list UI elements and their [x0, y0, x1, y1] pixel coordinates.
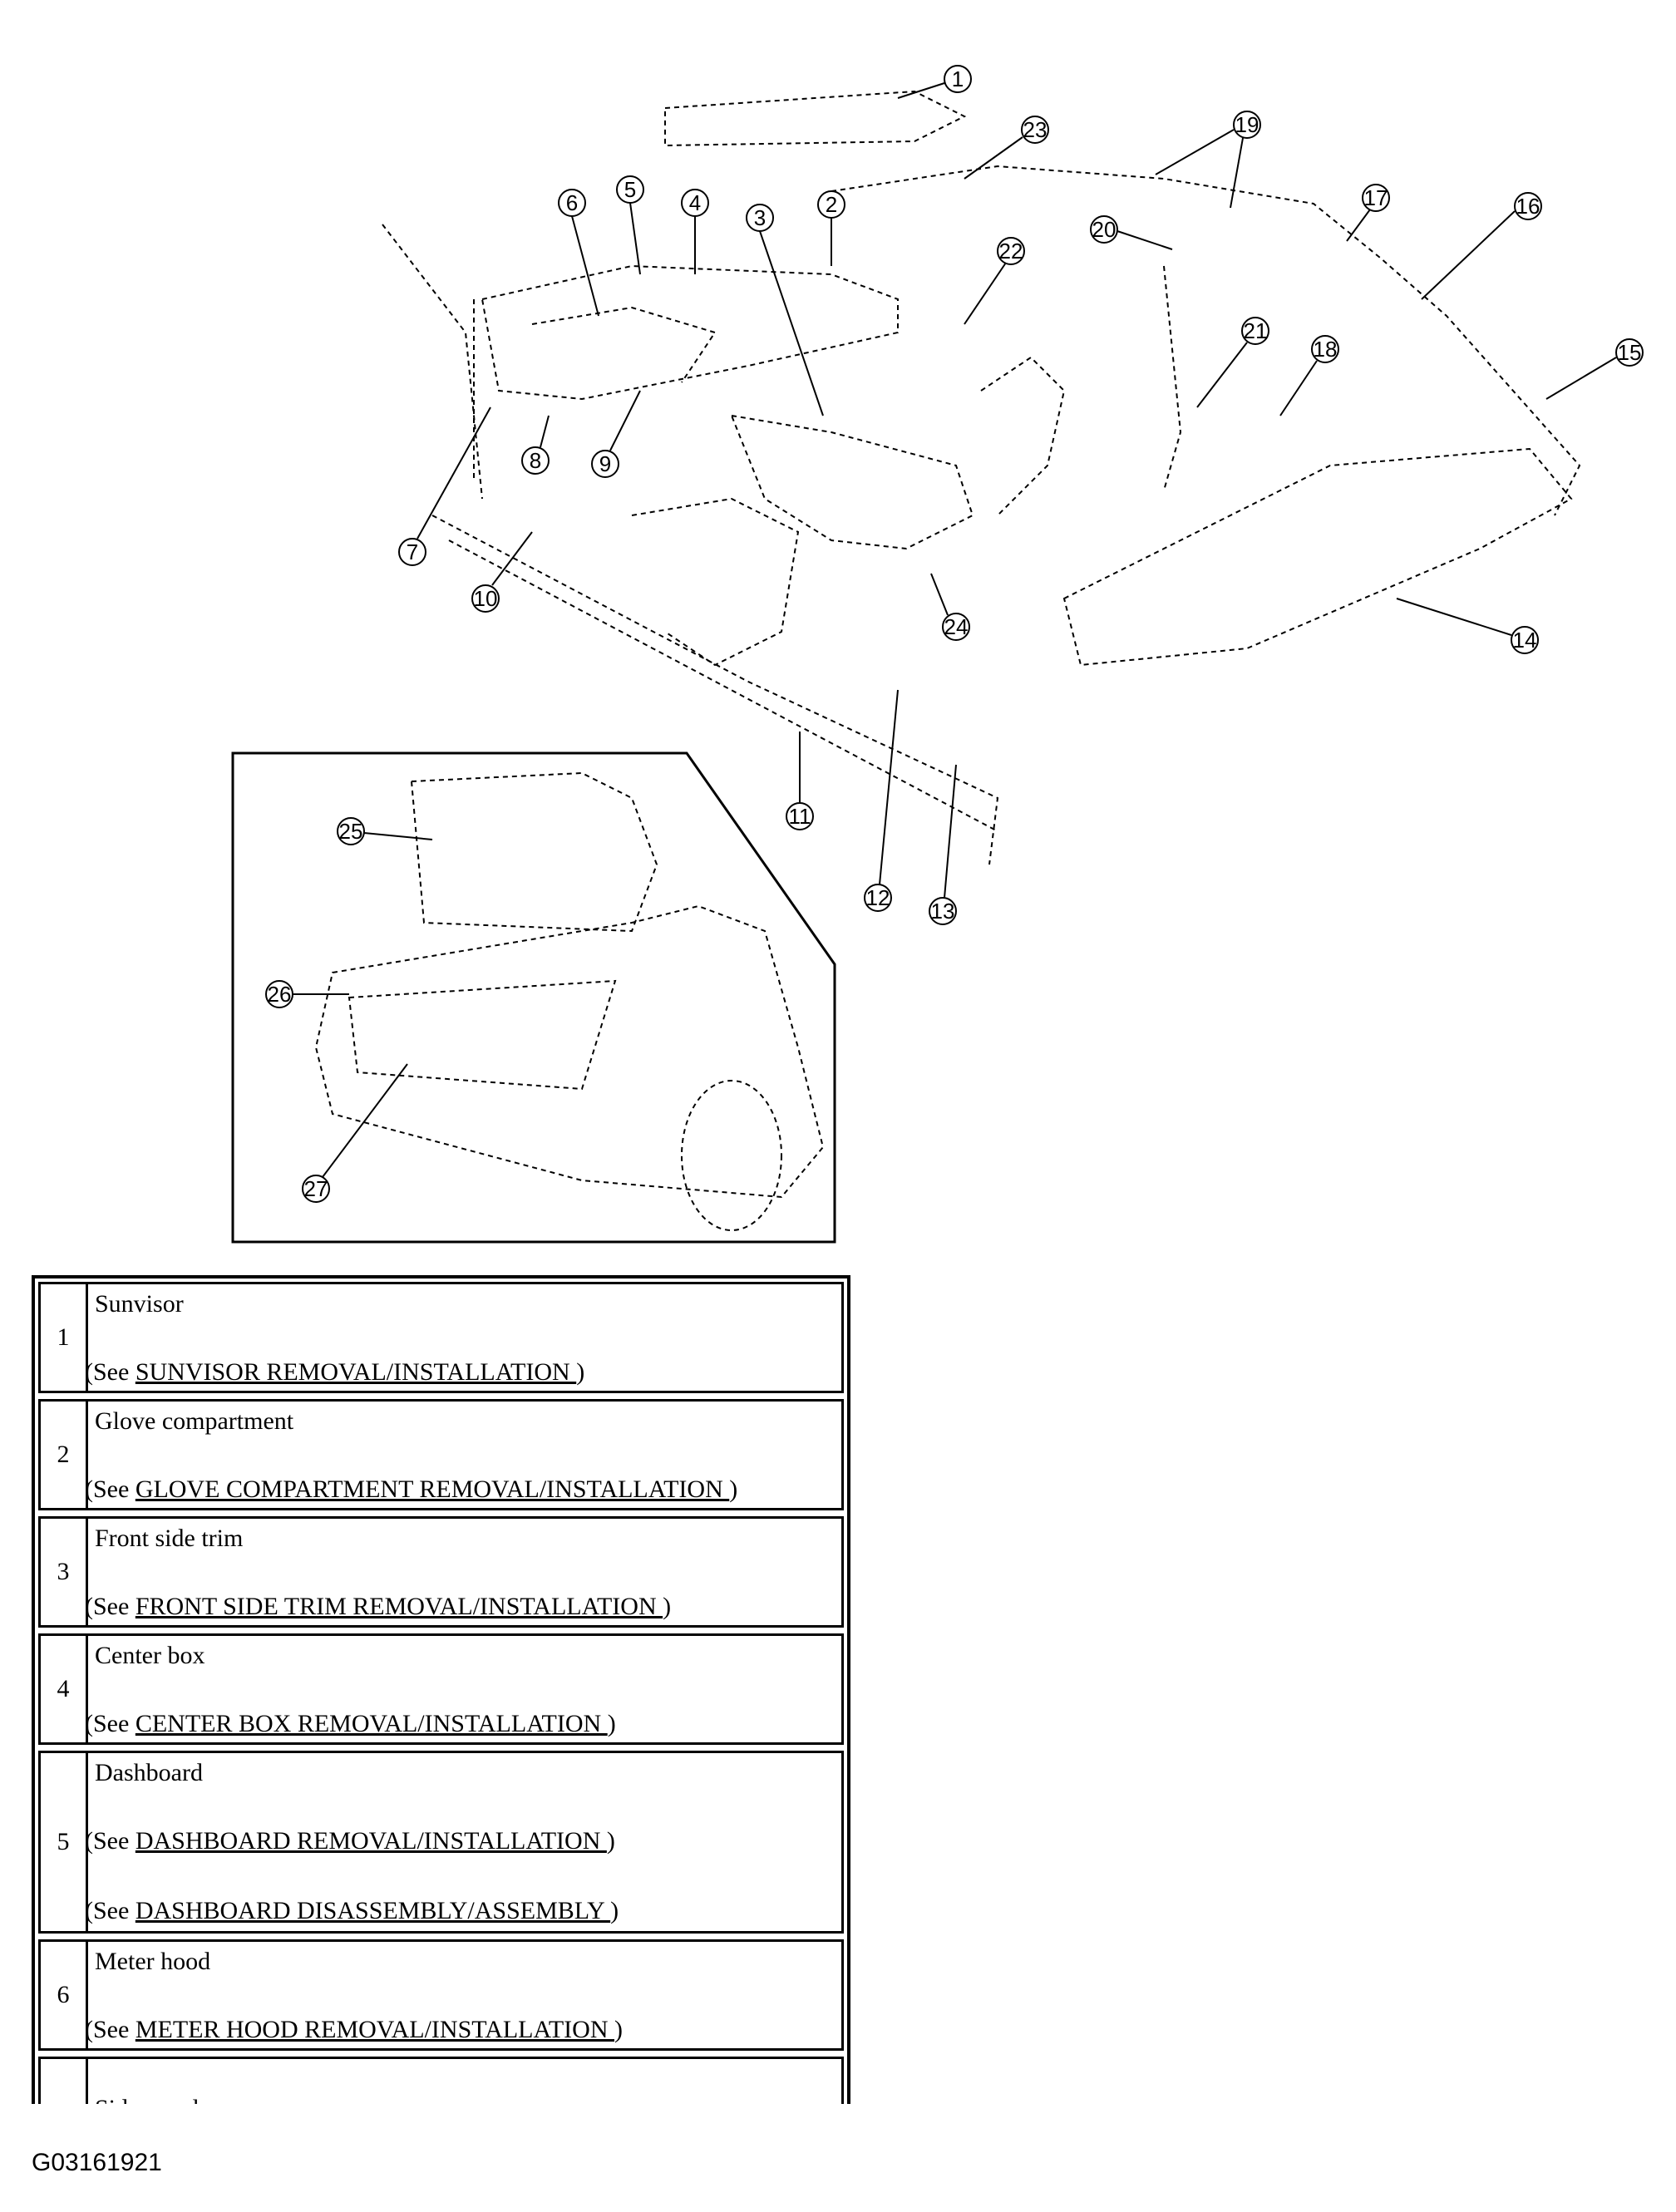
callout-12: 12	[864, 884, 892, 912]
callout-14: 14	[1511, 626, 1539, 654]
image-code: G03161921	[32, 2149, 162, 2176]
svg-text:2: 2	[826, 192, 837, 217]
part-name: Front side trim	[95, 1525, 244, 1552]
svg-text:4: 4	[689, 190, 701, 215]
part-name: Center box	[95, 1642, 205, 1669]
svg-text:3: 3	[754, 205, 766, 230]
part-description: Sunvisor (See SUNVISOR REMOVAL/INSTALLAT…	[85, 1284, 841, 1391]
callout-5: 5	[616, 175, 644, 204]
callout-18: 18	[1311, 335, 1339, 363]
svg-text:15: 15	[1618, 340, 1642, 365]
svg-text:1: 1	[952, 67, 964, 91]
svg-text:22: 22	[999, 239, 1023, 264]
svg-text:7: 7	[407, 539, 418, 564]
callout-13: 13	[929, 897, 957, 925]
table-row: 6 Meter hood (See METER HOOD REMOVAL/INS…	[38, 1939, 844, 2051]
reference-link[interactable]: (See DASHBOARD REMOVAL/INSTALLATION )	[85, 1827, 615, 1855]
callout-23: 23	[1021, 116, 1049, 144]
part-number: 6	[41, 1942, 88, 2048]
part-number: 2	[41, 1402, 88, 1508]
callout-4: 4	[681, 189, 709, 217]
svg-text:14: 14	[1513, 628, 1537, 653]
callout-19: 19	[1233, 111, 1261, 139]
part-number: 4	[41, 1636, 88, 1742]
callout-6: 6	[558, 189, 586, 217]
svg-text:12: 12	[866, 885, 890, 910]
reference-link[interactable]: (See FRONT SIDE TRIM REMOVAL/INSTALLATIO…	[85, 1593, 672, 1620]
callout-26: 26	[265, 980, 293, 1008]
part-number: 5	[41, 1753, 88, 1931]
reference-link[interactable]: (See DASHBOARD DISASSEMBLY/ASSEMBLY )	[85, 1897, 619, 1924]
callout-1: 1	[944, 65, 972, 93]
callout-27: 27	[302, 1175, 330, 1203]
callout-24: 24	[942, 613, 970, 641]
table-row: 3 Front side trim (See FRONT SIDE TRIM R…	[38, 1516, 844, 1628]
table-row: Side panel	[38, 2057, 844, 2104]
callout-21: 21	[1241, 317, 1269, 345]
table-row: 1 Sunvisor (See SUNVISOR REMOVAL/INSTALL…	[38, 1282, 844, 1393]
part-name: Sunvisor	[95, 1290, 184, 1318]
part-description: Glove compartment (See GLOVE COMPARTMENT…	[85, 1402, 841, 1508]
svg-text:13: 13	[931, 899, 955, 924]
svg-text:5: 5	[624, 177, 636, 202]
part-description: Side panel	[88, 2059, 841, 2104]
svg-text:16: 16	[1516, 194, 1540, 219]
reference-link[interactable]: (See SUNVISOR REMOVAL/INSTALLATION )	[85, 1358, 585, 1386]
svg-text:9: 9	[599, 451, 611, 476]
part-description: Meter hood (See METER HOOD REMOVAL/INSTA…	[85, 1942, 841, 2048]
callout-25: 25	[337, 817, 365, 845]
table-row: 4 Center box (See CENTER BOX REMOVAL/INS…	[38, 1633, 844, 1745]
part-name: Side panel	[95, 2092, 835, 2104]
table-row: 2 Glove compartment (See GLOVE COMPARTME…	[38, 1399, 844, 1510]
part-name: Meter hood	[95, 1948, 211, 1975]
svg-text:27: 27	[304, 1176, 328, 1201]
callout-22: 22	[997, 237, 1025, 265]
callout-7: 7	[398, 538, 426, 566]
callout-15: 15	[1615, 338, 1644, 367]
part-name: Dashboard	[95, 1759, 203, 1786]
callout-9: 9	[591, 450, 619, 478]
svg-text:11: 11	[789, 804, 811, 829]
part-description: Dashboard (See DASHBOARD REMOVAL/INSTALL…	[85, 1753, 841, 1931]
callout-3: 3	[746, 204, 774, 232]
table-row: 5 Dashboard (See DASHBOARD REMOVAL/INSTA…	[38, 1751, 844, 1934]
svg-text:26: 26	[268, 982, 292, 1007]
callout-11: 11	[786, 802, 814, 830]
svg-text:23: 23	[1023, 117, 1048, 142]
svg-text:10: 10	[474, 586, 498, 611]
reference-link[interactable]: (See METER HOOD REMOVAL/INSTALLATION )	[85, 2016, 623, 2043]
part-number: 1	[41, 1284, 88, 1391]
part-number: 3	[41, 1519, 88, 1625]
part-name: Glove compartment	[95, 1407, 294, 1435]
interior-trim-diagram: 1 23 19 6 5 4 3 2 17 16 20 22 21 18 15 8…	[231, 65, 1644, 1244]
svg-text:6: 6	[566, 190, 578, 215]
svg-text:25: 25	[339, 819, 363, 844]
svg-text:19: 19	[1235, 112, 1259, 137]
svg-text:21: 21	[1244, 318, 1268, 343]
callout-16: 16	[1514, 192, 1542, 220]
part-description: Center box (See CENTER BOX REMOVAL/INSTA…	[85, 1636, 841, 1742]
svg-text:17: 17	[1364, 185, 1388, 210]
callout-2: 2	[817, 190, 845, 219]
svg-text:20: 20	[1092, 217, 1117, 242]
reference-link[interactable]: (See GLOVE COMPARTMENT REMOVAL/INSTALLAT…	[85, 1475, 738, 1503]
callout-8: 8	[521, 446, 550, 475]
callout-17: 17	[1362, 184, 1390, 212]
svg-text:24: 24	[944, 614, 969, 639]
part-number	[41, 2059, 88, 2104]
callout-20: 20	[1090, 215, 1118, 244]
part-description: Front side trim (See FRONT SIDE TRIM REM…	[85, 1519, 841, 1625]
parts-table: 1 Sunvisor (See SUNVISOR REMOVAL/INSTALL…	[32, 1275, 850, 2104]
svg-text:8: 8	[530, 448, 541, 473]
svg-text:18: 18	[1314, 337, 1338, 362]
reference-link[interactable]: (See CENTER BOX REMOVAL/INSTALLATION )	[85, 1710, 616, 1737]
callout-10: 10	[471, 584, 500, 613]
